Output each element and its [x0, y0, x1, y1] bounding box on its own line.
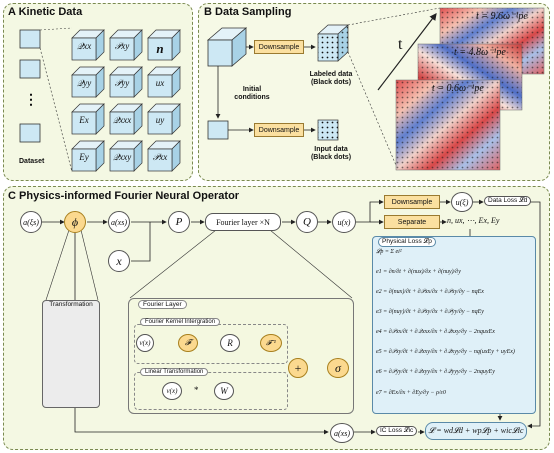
time-label-1: t = 9.6ω⁻¹pe [476, 11, 528, 22]
equation-line: e3 = ∂(nuy)/∂t + ∂𝒫xy/∂x + ∂𝒫yy/∂y − nqE… [376, 309, 484, 316]
kinetic-cube: 𝒫xy [109, 29, 143, 61]
kinetic-cube: 𝒬xx [71, 29, 105, 61]
equation-line: e5 = ∂𝒫xy/∂t + ∂𝒬xxy/∂x + ∂𝒬xyy/∂y − nq(… [376, 349, 515, 356]
initial-conditions-line1: Initial [242, 86, 262, 93]
kinetic-cube-label: ux [155, 78, 165, 88]
input-node-a-xi: a(ξs) [20, 211, 42, 233]
kinetic-cube-label: n [156, 41, 164, 56]
lt-vx-node: v(x) [162, 382, 182, 400]
sigma-node: σ [327, 358, 349, 378]
a-xs-node: a(xs) [108, 211, 130, 233]
initial-conditions-line2: conditions [234, 93, 270, 101]
panel-c-title: C Physics-informed Fourier Neural Operat… [8, 190, 239, 202]
kinetic-cube: 𝒬xxy [109, 140, 143, 172]
kinetic-cube: 𝒬yy [71, 66, 105, 98]
labeled-data-line1: Labeled data [309, 71, 353, 78]
p-node: P [168, 211, 190, 233]
labeled-data-line2: (Black dots) [310, 78, 352, 86]
equation-line: e6 = ∂𝒫yy/∂t + ∂𝒬xyy/∂x + ∂𝒬yyy/∂y − 2nq… [376, 369, 495, 376]
labeled-data-label: Labeled data (Black dots) [296, 71, 366, 86]
panel-b-title: B Data Sampling [204, 6, 291, 18]
fourier-layer-node: Fourier layer ×N [205, 213, 281, 231]
kinetic-cube: 𝒫xx [147, 140, 181, 172]
multiply-symbol: * [194, 385, 199, 395]
u-x-node: u(x) [332, 211, 356, 233]
transformation-label: Transformation [49, 301, 93, 308]
dataset-ellipsis: ⋮ [24, 93, 38, 108]
kinetic-cube-label: 𝒬xx [76, 41, 92, 51]
panel-c-letter: C [8, 190, 16, 202]
equation-list: 𝓛p = Σ ei² e1 = ∂n/∂t + ∂(nux)/∂x + ∂(nuy… [376, 249, 534, 410]
kinetic-cube: uy [147, 103, 181, 135]
kinetic-cube: 𝒫yy [109, 66, 143, 98]
panel-a-letter: A [8, 6, 16, 18]
panel-b-letter: B [204, 6, 212, 18]
equation-line: e1 = ∂n/∂t + ∂(nux)/∂x + ∂(nuy)/∂y [376, 269, 461, 276]
kinetic-cube-label: 𝒬xxy [112, 152, 132, 162]
kinetic-cube-label: 𝒫xx [152, 152, 168, 162]
kinetic-cube-label: 𝒫xy [114, 41, 130, 51]
t-axis-label: t [398, 36, 403, 53]
input-data-line2: (Black dots) [310, 153, 352, 161]
q-node: Q [296, 211, 318, 233]
kinetic-cube-label: 𝒬yy [76, 78, 92, 88]
kinetic-cube-label: uy [155, 115, 165, 125]
kinetic-cube: Ey [71, 140, 105, 172]
x-node: x [108, 250, 130, 272]
phi-node: ϕ [64, 211, 86, 233]
r-node: R [220, 334, 240, 352]
lt-title: Linear Transformation [140, 368, 209, 376]
fki-vx-node: v(x) [136, 334, 154, 352]
u-xi-node: u(ξ) [451, 192, 473, 212]
kinetic-cube-label: 𝒫yy [114, 78, 130, 88]
lt-box [134, 372, 288, 410]
physical-loss-title: Physical Loss 𝓛p [378, 237, 436, 247]
panel-b-heading: Data Sampling [215, 6, 292, 18]
fft-node: 𝓕 [178, 334, 198, 352]
input-data-line1: Input data [314, 146, 348, 153]
physical-loss-box [372, 236, 536, 414]
separate-box: Separate [384, 215, 440, 229]
kinetic-cube-label: Ex [79, 115, 89, 125]
kinetic-cube: ux [147, 66, 181, 98]
fourier-layer-title: Fourier Layer [138, 300, 187, 309]
kinetic-cube-label: 𝒬xxx [112, 115, 132, 125]
kinetic-cube: 𝒬xxx [109, 103, 143, 135]
time-label-3: t = 0.6ω⁻¹pe [432, 83, 484, 94]
panel-a-heading: Kinetic Data [18, 6, 83, 18]
equation-line: e4 = ∂𝒫xx/∂t + ∂𝒬xxx/∂x + ∂𝒬xxy/∂y − 2nq… [376, 329, 495, 336]
fki-title: Fourier Kernel Intergration [140, 318, 221, 326]
initial-conditions-label: Initial conditions [226, 86, 278, 101]
separate-output: n, ux, ⋯, Ex, Ey [447, 216, 500, 225]
time-label-2: t = 4.8ω⁻¹pe [454, 47, 506, 58]
downsample-box-top: Downsample [254, 40, 304, 54]
ifft-node: 𝓕⁻¹ [260, 334, 282, 352]
data-loss-label: Data Loss 𝓛d [484, 196, 532, 206]
a-xs-bottom-node: a(xs) [330, 423, 354, 443]
plus-node: + [288, 358, 308, 378]
downsample-box-c: Downsample [384, 195, 440, 209]
equation-line: 𝓛p = Σ ei² [376, 249, 402, 255]
downsample-box-bottom: Downsample [254, 123, 304, 137]
dataset-label: Dataset [19, 158, 45, 165]
kinetic-cube: Ex [71, 103, 105, 135]
panel-c-heading: Physics-informed Fourier Neural Operator [19, 190, 240, 202]
w-node: W [214, 382, 234, 400]
ic-loss-label: IC Loss 𝓛ic [376, 426, 418, 436]
panel-a-title: A Kinetic Data [8, 6, 82, 18]
total-loss: 𝓛 = wd𝓛d + wp𝓛p + wic𝓛ic [425, 422, 527, 440]
equation-line: e7 = ∂Ex/∂x + ∂Ey/∂y − ρ/ε0 [376, 389, 446, 396]
kinetic-cube: n [147, 29, 181, 61]
transformation-box [42, 300, 100, 408]
equation-line: e2 = ∂(nux)/∂t + ∂𝒫xx/∂x + ∂𝒫xy/∂y − nqE… [376, 289, 484, 296]
input-data-label: Input data (Black dots) [296, 146, 366, 161]
kinetic-cube-label: Ey [79, 152, 89, 162]
